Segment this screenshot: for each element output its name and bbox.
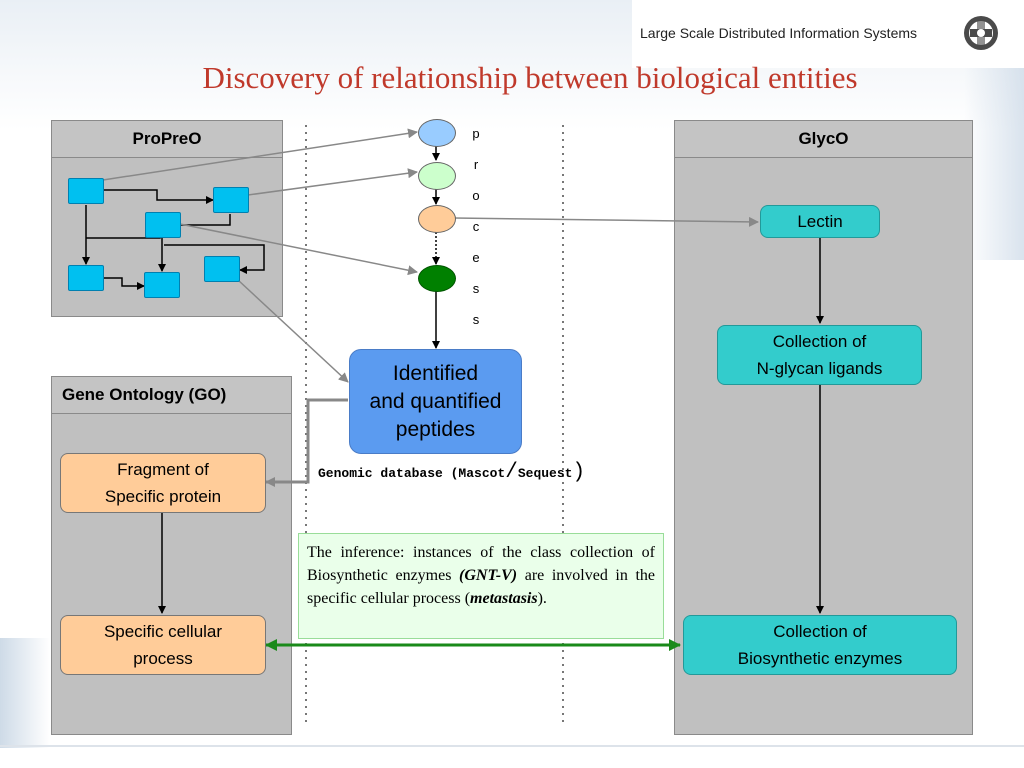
inference-box: The inference: instances of the class co… (298, 533, 664, 639)
cellular-process-node[interactable]: Specific cellular process (60, 615, 266, 675)
process-letter: c (472, 219, 480, 234)
gear-logo-icon (964, 16, 998, 50)
nglycan-node[interactable]: Collection of N-glycan ligands (717, 325, 922, 385)
peptides-node[interactable]: Identified and quantified peptides (349, 349, 522, 454)
propreo-node[interactable] (213, 187, 249, 213)
inference-text-1: The inference: instances of the class co… (307, 544, 655, 584)
propreo-node[interactable] (204, 256, 240, 282)
propreo-node[interactable] (145, 212, 181, 238)
header-box (632, 0, 1024, 68)
inference-em-2: metastasis (470, 590, 538, 607)
slide-title: Discovery of relationship between biolog… (202, 60, 858, 95)
propreo-node[interactable] (68, 265, 104, 291)
process-letter: s (472, 312, 480, 327)
decorative-left-band (0, 638, 50, 748)
propreo-node[interactable] (68, 178, 104, 204)
database-label-slash: / (505, 461, 518, 484)
footer-divider (0, 745, 1024, 747)
decorative-right-band (964, 60, 1024, 260)
process-step-1[interactable] (418, 119, 456, 147)
process-letter: r (473, 157, 479, 172)
process-letter: p (472, 126, 480, 141)
process-step-final[interactable] (418, 265, 456, 292)
inference-text-2: are involved in the specific cellular pr… (307, 567, 656, 607)
propreo-title: ProPreO (52, 121, 282, 158)
database-label-close: ) (572, 461, 586, 484)
process-step-2[interactable] (418, 162, 456, 190)
go-title: Gene Ontology (GO) (52, 377, 291, 414)
go-panel: Gene Ontology (GO) (51, 376, 292, 735)
database-label-text: Genomic database (Mascot (318, 466, 506, 481)
propreo-to-process-arrows (102, 128, 418, 383)
propreo-internal-edges (82, 189, 265, 290)
process-letter: s (472, 281, 480, 296)
biosynthetic-node[interactable]: Collection of Biosynthetic enzymes (683, 615, 957, 675)
process-to-lectin-arrow (453, 216, 759, 227)
peptides-to-fragment-connector (265, 398, 348, 487)
propreo-node[interactable] (144, 272, 180, 298)
database-label-text-2: Sequest (517, 466, 573, 481)
fragment-node[interactable]: Fragment of Specific protein (60, 453, 266, 513)
course-name: Large Scale Distributed Information Syst… (640, 25, 918, 41)
process-letter: e (472, 250, 480, 265)
inference-text-3: ). (537, 590, 547, 607)
glyco-title: GlycO (675, 121, 972, 158)
process-step-3[interactable] (418, 205, 456, 233)
process-letter: o (472, 188, 480, 203)
lectin-node[interactable]: Lectin (760, 205, 880, 238)
database-label: Genomic database (Mascot/Sequest) (318, 461, 585, 484)
inference-em-1: (GNT-V) (459, 567, 518, 584)
